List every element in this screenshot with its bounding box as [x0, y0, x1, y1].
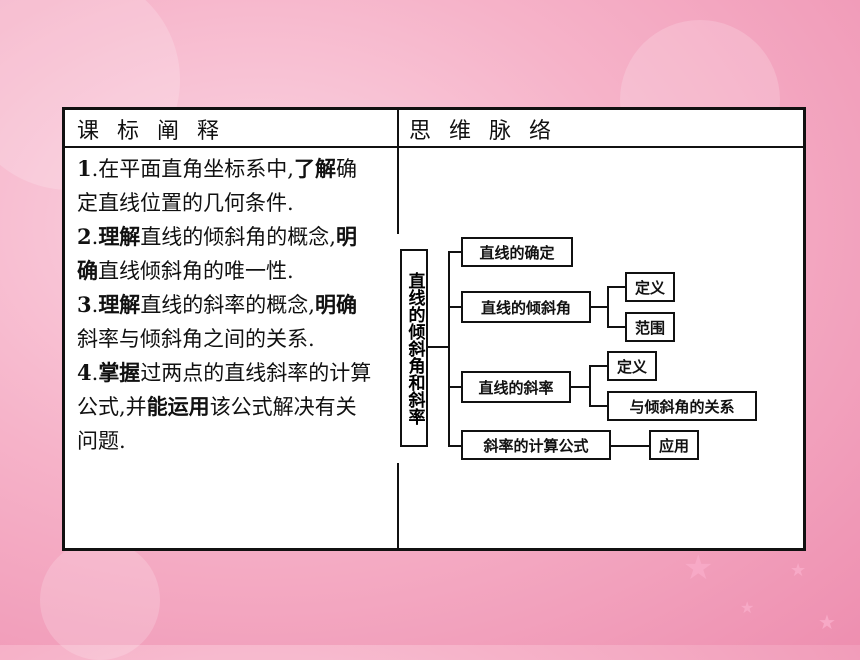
connector-line	[448, 251, 461, 253]
connector-line	[589, 365, 607, 367]
goal-item-4: 4.掌握过两点的直线斜率的计算公式,并能运用该公式解决有关问题.	[77, 360, 372, 453]
node-slope-angle-relation: 与倾斜角的关系	[607, 391, 757, 421]
node-line-determination: 直线的确定	[461, 237, 573, 267]
star-icon: ★	[818, 610, 836, 634]
connector-line	[607, 286, 609, 328]
node-slope: 直线的斜率	[461, 371, 571, 403]
connector-line	[611, 445, 649, 447]
mind-map-diagram: 直线的倾斜角和斜率 直线的确定 直线的倾斜角 定义 范围 直线的斜率 定义 与倾…	[397, 234, 759, 463]
node-slope-definition: 定义	[607, 351, 657, 381]
connector-line	[448, 251, 450, 447]
connector-line	[448, 386, 461, 388]
goal-item-2: 2.理解直线的倾斜角的概念,明确直线倾斜角的唯一性.	[77, 224, 357, 283]
connector-line	[571, 386, 589, 388]
star-icon: ★	[790, 560, 807, 581]
connector-line	[589, 405, 607, 407]
header-mind-map: 思维脉络	[409, 119, 570, 144]
node-angle-range: 范围	[625, 312, 675, 342]
learning-goals: 1.在平面直角坐标系中,了解确定直线位置的几何条件. 2.理解直线的倾斜角的概念…	[77, 152, 377, 458]
node-formula-application: 应用	[649, 430, 699, 460]
goal-item-3: 3.理解直线的斜率的概念,明确斜率与倾斜角之间的关系.	[77, 292, 357, 351]
star-icon: ★	[683, 548, 714, 588]
node-slope-formula: 斜率的计算公式	[461, 430, 611, 460]
goal-item-1: 1.在平面直角坐标系中,了解确定直线位置的几何条件.	[77, 156, 357, 215]
connector-line	[448, 306, 461, 308]
node-angle-definition: 定义	[625, 272, 675, 302]
connector-line	[428, 346, 448, 348]
node-inclination-angle: 直线的倾斜角	[461, 291, 591, 323]
connector-line	[607, 326, 625, 328]
star-icon: ★	[740, 598, 755, 617]
connector-line	[607, 286, 625, 288]
background-bubble	[40, 540, 160, 660]
connector-line	[591, 306, 607, 308]
connector-line	[589, 365, 591, 407]
connector-line	[448, 445, 461, 447]
header-curriculum: 课标阐释	[77, 119, 238, 144]
table-header-row	[65, 110, 803, 148]
mind-map-root: 直线的倾斜角和斜率	[400, 249, 428, 447]
